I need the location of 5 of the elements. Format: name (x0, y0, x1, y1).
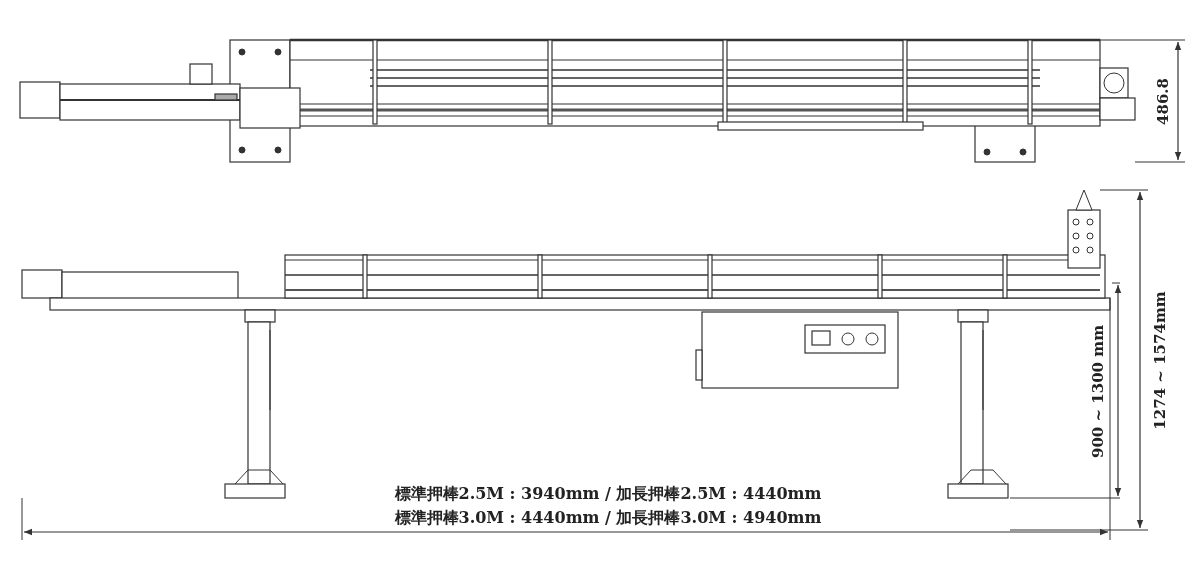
dimension-label: 486.8 (1155, 77, 1171, 125)
length-note: 標準押棒3.0M : 4440mm / 加長押棒3.0M : 4940mm (394, 510, 822, 526)
length-note: 標準押棒2.5M : 3940mm / 加長押棒2.5M : 4440mm (394, 486, 822, 502)
dimension-label: 900 ~ 1300 mm (1090, 324, 1106, 458)
dimension-label: 1274 ~ 1574mm (1152, 290, 1168, 430)
